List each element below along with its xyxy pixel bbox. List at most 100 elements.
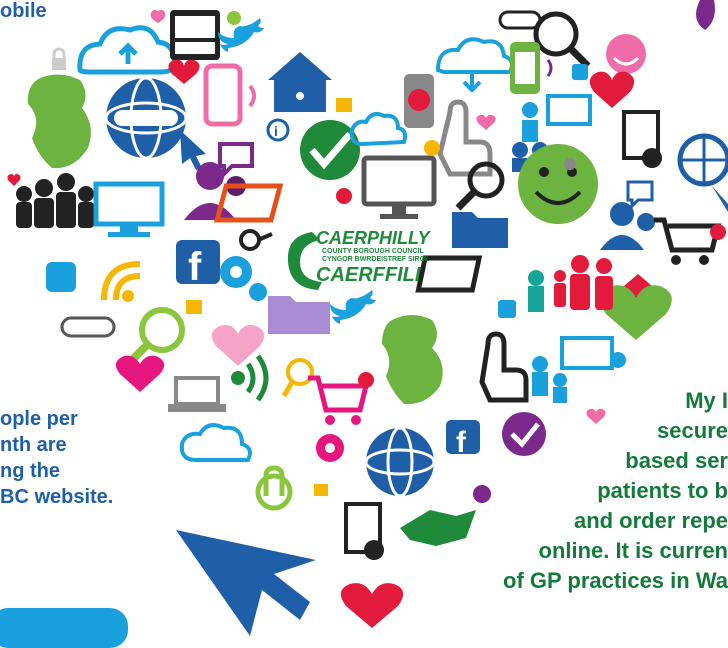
house-wifi-icon: [268, 52, 332, 112]
logo-line-1: CAERPHILLY: [316, 228, 430, 248]
logo-line-3: CYNGOR BWRDEISTREF SIROL: [322, 256, 430, 263]
people-group-icon: [600, 202, 655, 250]
heart-icon: [600, 285, 672, 340]
right-info-line: of GP practices in Wa: [503, 568, 728, 593]
document-icon: [344, 502, 384, 560]
touch-hand-icon: [437, 99, 493, 177]
keyboard-icon: [170, 10, 220, 60]
padlock-icon: [498, 10, 542, 30]
wales-map-icon: [27, 74, 91, 169]
wifi-signal-icon: [231, 354, 269, 402]
email-icon: [415, 255, 483, 293]
left-stat-line: ng the: [0, 460, 60, 482]
folder-icon: [268, 296, 330, 334]
speech-bubble-icon: [218, 142, 254, 179]
logo-line-4: CAERFFILI: [316, 264, 421, 286]
logo-swoosh: [287, 232, 322, 290]
svg-text:i: i: [274, 123, 278, 139]
presentation-icon: [560, 336, 626, 370]
smiley-icon: [518, 144, 598, 224]
globe-www-icon: [364, 426, 436, 498]
cloud-upload-icon: [179, 423, 252, 462]
twitter-bird-icon: [218, 18, 264, 52]
top-left-text: obile: [0, 0, 47, 22]
mouse-cursor-icon: [712, 186, 728, 212]
magnifier-icon: [239, 229, 273, 251]
heart-icon: [168, 59, 200, 84]
smiley-icon: [606, 34, 646, 74]
presentation-icon: [522, 94, 592, 142]
smartphone-icon: [203, 63, 243, 127]
left-stat-text: ople per nth are ng the BC website.: [0, 406, 113, 510]
globe-www-icon: [104, 76, 206, 170]
right-info-line: secure: [657, 418, 728, 443]
people-group-icon: [554, 255, 613, 310]
heart-icon: [150, 9, 166, 23]
computer-monitor-icon: [93, 181, 165, 237]
heart-icon: [586, 408, 606, 424]
checkmark-icon: [502, 412, 546, 456]
people-group-icon: [528, 270, 544, 312]
heart-icon: [476, 114, 496, 130]
gear-icon: [316, 434, 344, 462]
right-info-line: and order repe: [573, 508, 728, 533]
globe-www-icon: [677, 133, 728, 187]
computer-monitor-icon: [361, 155, 437, 219]
purple-arc-icon: [696, 0, 715, 30]
touch-hand-icon: [255, 465, 293, 511]
magnifier-icon: [533, 11, 591, 69]
caerphilly-logo: CAERPHILLY COUNTY BOROUGH COUNCIL CYNGOR…: [282, 226, 480, 296]
wales-map-icon: [382, 315, 443, 405]
left-stat-line: ople per: [0, 408, 78, 430]
magnifier-icon: [281, 358, 314, 398]
left-stat-line: BC website.: [0, 486, 114, 508]
email-icon: [213, 183, 352, 223]
cloud-upload-icon: [349, 112, 408, 147]
shopping-cart-icon: [308, 372, 374, 425]
svg-text:f: f: [456, 426, 467, 459]
gear-icon: [220, 256, 267, 301]
right-info-line: My I: [685, 388, 728, 413]
logo-line-2: COUNTY BOROUGH COUNCIL: [322, 248, 424, 255]
people-group-icon: [16, 173, 94, 228]
padlock-icon: [60, 316, 116, 338]
laptop-icon: [168, 376, 226, 412]
people-group-icon: [532, 356, 567, 403]
heart-icon: [589, 71, 635, 108]
app-store-icon: [46, 262, 76, 292]
speech-bubble-icon: [626, 180, 654, 210]
twitter-bird-icon: [330, 290, 376, 324]
padlock-icon: [52, 47, 66, 70]
heart-icon: [211, 325, 265, 366]
checkmark-icon: [300, 120, 360, 180]
shopping-cart-icon: [654, 217, 726, 265]
mouse-cursor-icon: [176, 530, 316, 636]
gear-icon: [227, 11, 241, 25]
heart-icon: [340, 583, 404, 628]
gear-icon: [424, 140, 440, 156]
cloud-upload-icon: [435, 37, 514, 74]
handshake-icon: [400, 510, 476, 546]
right-info-text: My I secure based ser patients to b and …: [388, 386, 728, 596]
document-icon: [622, 110, 662, 168]
padlock-icon: [336, 98, 352, 112]
padlock-icon: [186, 300, 202, 314]
right-info-line: patients to b: [597, 478, 728, 503]
right-info-line: online. It is curren: [538, 538, 728, 563]
app-store-icon: [498, 300, 516, 318]
padlock-icon: [314, 484, 328, 496]
cta-pill-button[interactable]: [0, 608, 128, 648]
people-group-icon: [184, 162, 246, 220]
right-info-line: based ser: [625, 448, 728, 473]
info-icon: i: [266, 118, 290, 142]
smartphone-icon: [510, 42, 540, 94]
facebook-icon: f: [176, 240, 220, 289]
smartphone-icon: [404, 74, 434, 128]
svg-text:f: f: [188, 245, 202, 289]
cloud-upload-icon: [77, 25, 177, 75]
folder-icon: [452, 212, 508, 248]
left-stat-line: nth are: [0, 434, 67, 456]
magnifier-icon: [455, 161, 505, 211]
facebook-icon: f: [446, 420, 480, 459]
